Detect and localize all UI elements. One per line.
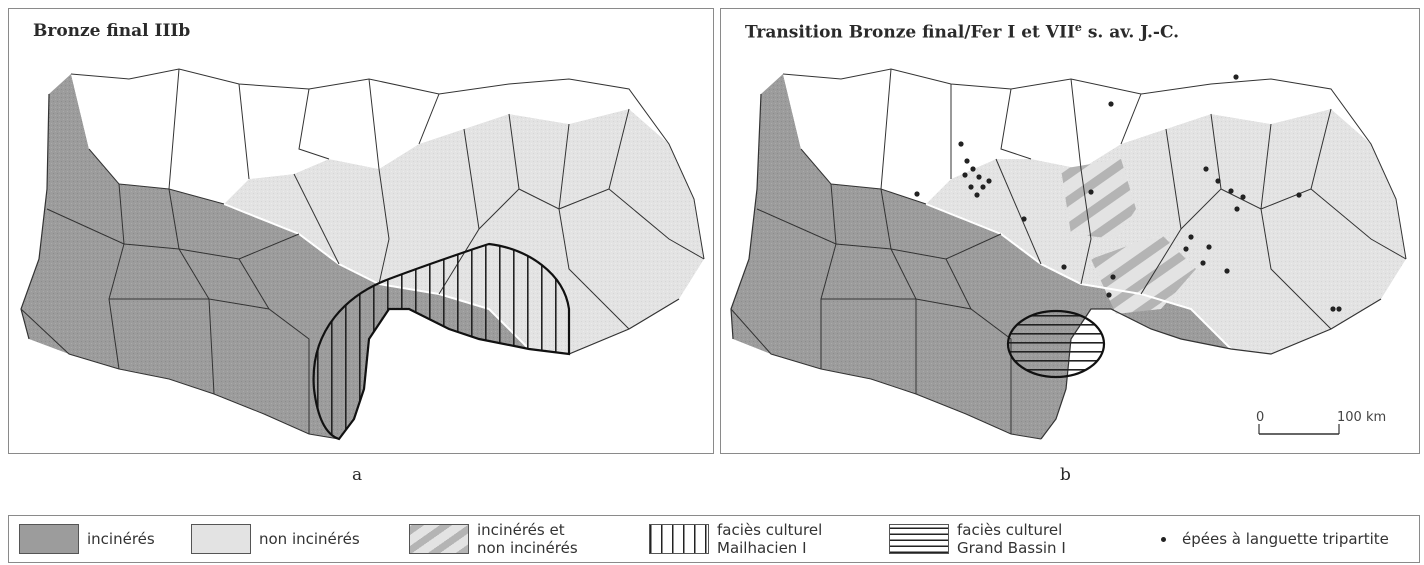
region-incineres-b	[731, 74, 1231, 439]
swatch-diag	[409, 524, 469, 554]
scale-start: 0	[1256, 410, 1264, 425]
zone-mixed-1	[1061, 159, 1136, 239]
map-b: 0 100 km	[730, 68, 1407, 440]
zone-mixed-2	[1091, 234, 1196, 314]
swatch-horizontal	[889, 524, 949, 554]
legend-epees: épées à languette tripartite	[1161, 520, 1389, 558]
zone-mailhacien	[312, 242, 571, 441]
scale-bar: 0 100 km	[1256, 410, 1386, 435]
legend-incineres: incinérés	[19, 520, 155, 558]
panel-a-title: Bronze final IIIb	[33, 21, 191, 41]
swatch-vertical	[649, 524, 709, 554]
panel-b-letter: b	[1060, 465, 1071, 485]
epees-dots	[914, 74, 1342, 312]
panel-b-title: Transition Bronze final/Fer I et VIIe s.…	[745, 21, 1180, 43]
region-non-incineres	[224, 109, 704, 354]
map-panel-b: Transition Bronze final/Fer I et VIIe s.…	[720, 8, 1420, 454]
swatch-dark	[19, 524, 79, 554]
zone-grand-bassin	[1006, 309, 1106, 379]
dot-icon	[1161, 536, 1166, 542]
region-non-incineres-b	[926, 109, 1406, 354]
map-a	[20, 68, 705, 441]
region-incineres	[21, 74, 529, 439]
panel-a-letter: a	[352, 465, 363, 485]
region-unshaded	[71, 69, 669, 204]
legend-non-incineres: non incinérés	[191, 520, 360, 558]
swatch-light	[191, 524, 251, 554]
map-panel-a: Bronze final IIIb	[8, 8, 714, 454]
scale-end: 100 km	[1337, 410, 1386, 425]
